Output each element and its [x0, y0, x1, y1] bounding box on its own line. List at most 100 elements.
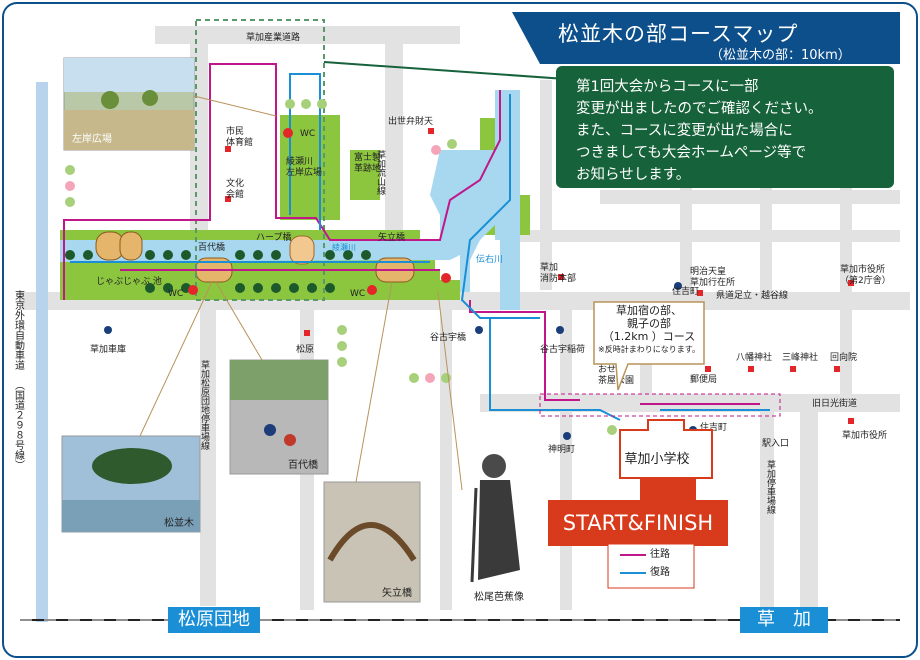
- photo-sakagan-caption: 左岸広場: [72, 132, 112, 145]
- sub-course-note: ※反時計まわりになります。: [598, 345, 700, 354]
- return-arrow-icon: [620, 572, 646, 574]
- expressway-gaikan: [36, 82, 48, 622]
- photo-leaders: [139, 95, 463, 491]
- page-subtitle: （松並木の部：10km）: [710, 48, 851, 63]
- notice-line: 変更が出ましたのでご確認ください。: [576, 101, 823, 117]
- notice-pointer: [323, 61, 581, 81]
- label-city-office: 草加市役所: [842, 429, 887, 441]
- photo-matsunamiki: [61, 435, 201, 533]
- label-line: 体育館: [226, 136, 253, 148]
- label-hyakudai-bridge: 百代橋: [198, 241, 225, 253]
- legend-box: [607, 543, 695, 589]
- photo-hyakudai: [229, 359, 329, 475]
- station-matsubara-label: 松原団地: [178, 609, 250, 630]
- label-post: 郵便局: [690, 373, 717, 385]
- label-line: 革跡地: [354, 162, 381, 174]
- photo-sakagan: [63, 57, 195, 151]
- label-matsubara-line: 草加松原団地停車場線: [199, 359, 210, 450]
- harp-bridge-shape: [289, 235, 315, 265]
- label-kamisaku: 草加車庫: [90, 343, 126, 355]
- start-finish-shape: [548, 478, 728, 546]
- page-title: 松並木の部コースマップ: [558, 22, 799, 46]
- label-shimin-taiikukan: 市民体育館: [226, 125, 253, 148]
- label-line: 消防本部: [540, 272, 576, 284]
- photo-matsunamiki-caption: 松並木: [164, 516, 194, 529]
- label-sanchou-road: 草加産業道路: [246, 31, 300, 43]
- start-finish-label: START&FINISH: [562, 511, 714, 535]
- label-line: 明治天皇: [690, 265, 726, 277]
- label-line: （第2庁舎）: [840, 274, 891, 286]
- photo-yatate-caption: 矢立橋: [382, 586, 412, 599]
- label-bunka-kaikan: 文化会館: [226, 177, 244, 200]
- label-old-nikko: 旧日光街道: [812, 397, 857, 409]
- outbound-arrow-icon: [620, 554, 646, 556]
- basho-statue-caption: 松尾芭蕉像: [474, 590, 524, 603]
- label-ekiiriguchi: 駅入口: [762, 438, 789, 449]
- pine-trees: [65, 250, 371, 293]
- sub-course-line1: 草加宿の部、: [616, 304, 682, 317]
- sub-course-callout: [593, 301, 705, 391]
- label-soka-teishaba: 草加停車場線: [765, 459, 776, 514]
- label-yagou-inari: 谷古宇稲荷: [540, 343, 585, 355]
- label-line: 富士製: [354, 151, 381, 163]
- label-line: 草加行在所: [690, 276, 735, 288]
- notice-box: [556, 66, 894, 188]
- label-shinmei: 神明町: [548, 443, 575, 455]
- place-markers: [225, 128, 854, 424]
- label-sumiyoshi1: 住吉町: [672, 285, 699, 297]
- label-line: 会館: [226, 188, 244, 200]
- signal-markers: [188, 128, 451, 295]
- station-soka-bg: [740, 607, 828, 633]
- header-banner: [512, 12, 900, 64]
- route298-label: （国道２９８号線）: [13, 380, 25, 470]
- sub-course-loop: [539, 393, 781, 417]
- label-yatate-bridge: 矢立橋: [378, 231, 405, 243]
- sub-course-line2: 親子の部: [627, 317, 671, 330]
- label-city-office2: 草加市役所（第2庁舎）: [840, 263, 891, 286]
- label-jabujabu: じゃぶじゃぶ 池: [96, 275, 162, 287]
- header: 松並木の部コースマップ （松並木の部：10km）: [520, 12, 900, 64]
- label-fire-station: 草加消防本部: [540, 261, 576, 284]
- notice-line: つきましても大会ホームページ等で: [576, 145, 807, 161]
- label-line: 文化: [226, 177, 244, 189]
- label-wc-ayase: WC: [300, 129, 315, 139]
- station-soka-label: 草 加: [757, 609, 811, 630]
- label-matsubara: 松原: [296, 343, 314, 355]
- notice-line: お知らせします。: [576, 167, 691, 183]
- label-kensoka: 県道足立・越谷線: [716, 289, 788, 301]
- ayase-river-shape: [60, 90, 520, 292]
- label-line: おせん: [598, 364, 625, 375]
- label-denemon-river: 伝右川: [476, 253, 503, 265]
- label-wc-yatate: WC: [350, 289, 365, 299]
- notice-text: 第1回大会からコースに一部 変更が出ましたのでご確認ください。 また、コースに変…: [562, 68, 892, 186]
- school-label: 草加小学校: [624, 452, 690, 467]
- denemon-river-shape: [495, 90, 520, 310]
- label-harp-bridge: ハープ橋: [256, 231, 291, 243]
- label-ayase-park: 綾瀬川左岸広場: [286, 155, 322, 178]
- label-yagouji-bridge: 谷古宇橋: [430, 331, 466, 343]
- station-matsubara-bg: [168, 607, 260, 633]
- label-line: 市民: [226, 125, 244, 137]
- photo-hyakudai-caption: 百代橋: [288, 458, 318, 471]
- return-route: [70, 73, 770, 421]
- label-kaikouin: 回向院: [830, 351, 857, 363]
- notice-line: また、コースに変更が出た場合に: [576, 123, 793, 139]
- label-fujiseisakujo: 富士製革跡地: [354, 151, 381, 174]
- label-line: 左岸広場: [286, 166, 322, 178]
- legend: 往路 復路: [612, 546, 692, 588]
- label-osen-park: おせん茶屋公園: [598, 364, 634, 386]
- sub-course-info: 草加宿の部、 親子の部 （1.2km ）コース ※反時計まわりになります。: [596, 304, 702, 362]
- label-line: 草加市役所: [840, 263, 885, 275]
- label-line: 草加: [540, 261, 558, 273]
- notice-line: 第1回大会からコースに一部: [576, 79, 759, 95]
- label-line: 綾瀬川: [286, 155, 313, 167]
- label-line: 茶屋公園: [598, 374, 634, 386]
- legend-outbound-label: 往路: [650, 549, 670, 560]
- zoom-box: [195, 19, 325, 301]
- label-meiji-tenno: 明治天皇草加行在所: [690, 265, 735, 288]
- expressway-label: 東京外環自動車道: [13, 289, 25, 370]
- sub-course-line3: （1.2km ）コース: [602, 330, 696, 343]
- legend-outbound: 往路: [612, 546, 692, 564]
- label-wc-hyakudai: WC: [168, 289, 183, 299]
